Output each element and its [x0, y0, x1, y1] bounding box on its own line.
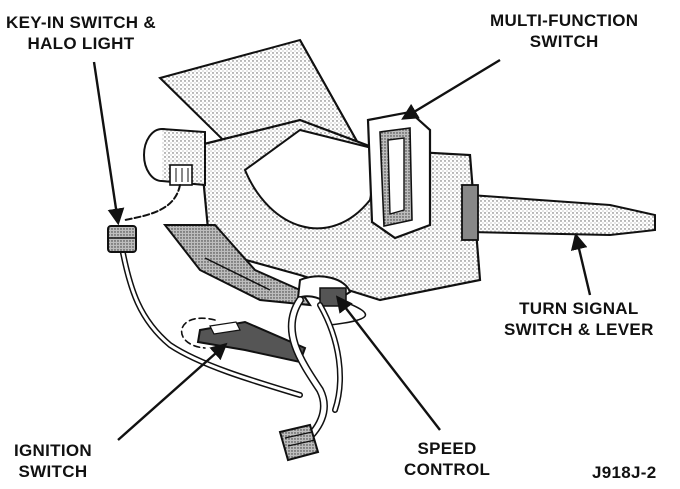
key-in-switch-label-line1: KEY-IN SWITCH & — [6, 13, 156, 32]
ignition-switch-label: IGNITION SWITCH — [14, 440, 92, 482]
turn-signal-switch-label: TURN SIGNAL SWITCH & LEVER — [504, 298, 654, 340]
speed-control-label-line2: CONTROL — [404, 460, 491, 479]
turn-signal-switch-label-line2: SWITCH & LEVER — [504, 320, 654, 339]
figure-id-label: J918J-2 — [592, 463, 657, 482]
turn-signal-switch-label-line1: TURN SIGNAL — [519, 299, 639, 318]
arrow-turn-signal — [570, 232, 592, 296]
arrow-multi-function — [401, 58, 501, 120]
speed-control-label: SPEED CONTROL — [404, 438, 490, 480]
leader-lines — [92, 58, 592, 441]
multi-function-switch-label-line1: MULTI-FUNCTION — [490, 11, 639, 30]
speed-control-label-line1: SPEED — [417, 439, 477, 458]
wiring-harness — [119, 184, 343, 449]
wire-bundle-end — [278, 423, 320, 462]
multi-function-connector — [366, 110, 432, 240]
arrow-ignition — [117, 342, 228, 441]
key-in-switch-label-line2: HALO LIGHT — [27, 34, 135, 53]
arrow-speed-control — [335, 295, 441, 431]
arrow-key-in-switch — [92, 61, 125, 226]
multi-function-switch-label-line2: SWITCH — [529, 32, 599, 51]
key-cylinder — [143, 128, 206, 187]
ignition-switch-label-line1: IGNITION — [14, 441, 92, 460]
ignition-switch-label-line2: SWITCH — [18, 462, 88, 481]
multi-function-switch-label: MULTI-FUNCTION SWITCH — [490, 10, 638, 52]
turn-signal-lever — [461, 184, 656, 241]
key-in-switch-label: KEY-IN SWITCH & HALO LIGHT — [6, 12, 156, 54]
key-in-connector-plug — [107, 225, 137, 253]
